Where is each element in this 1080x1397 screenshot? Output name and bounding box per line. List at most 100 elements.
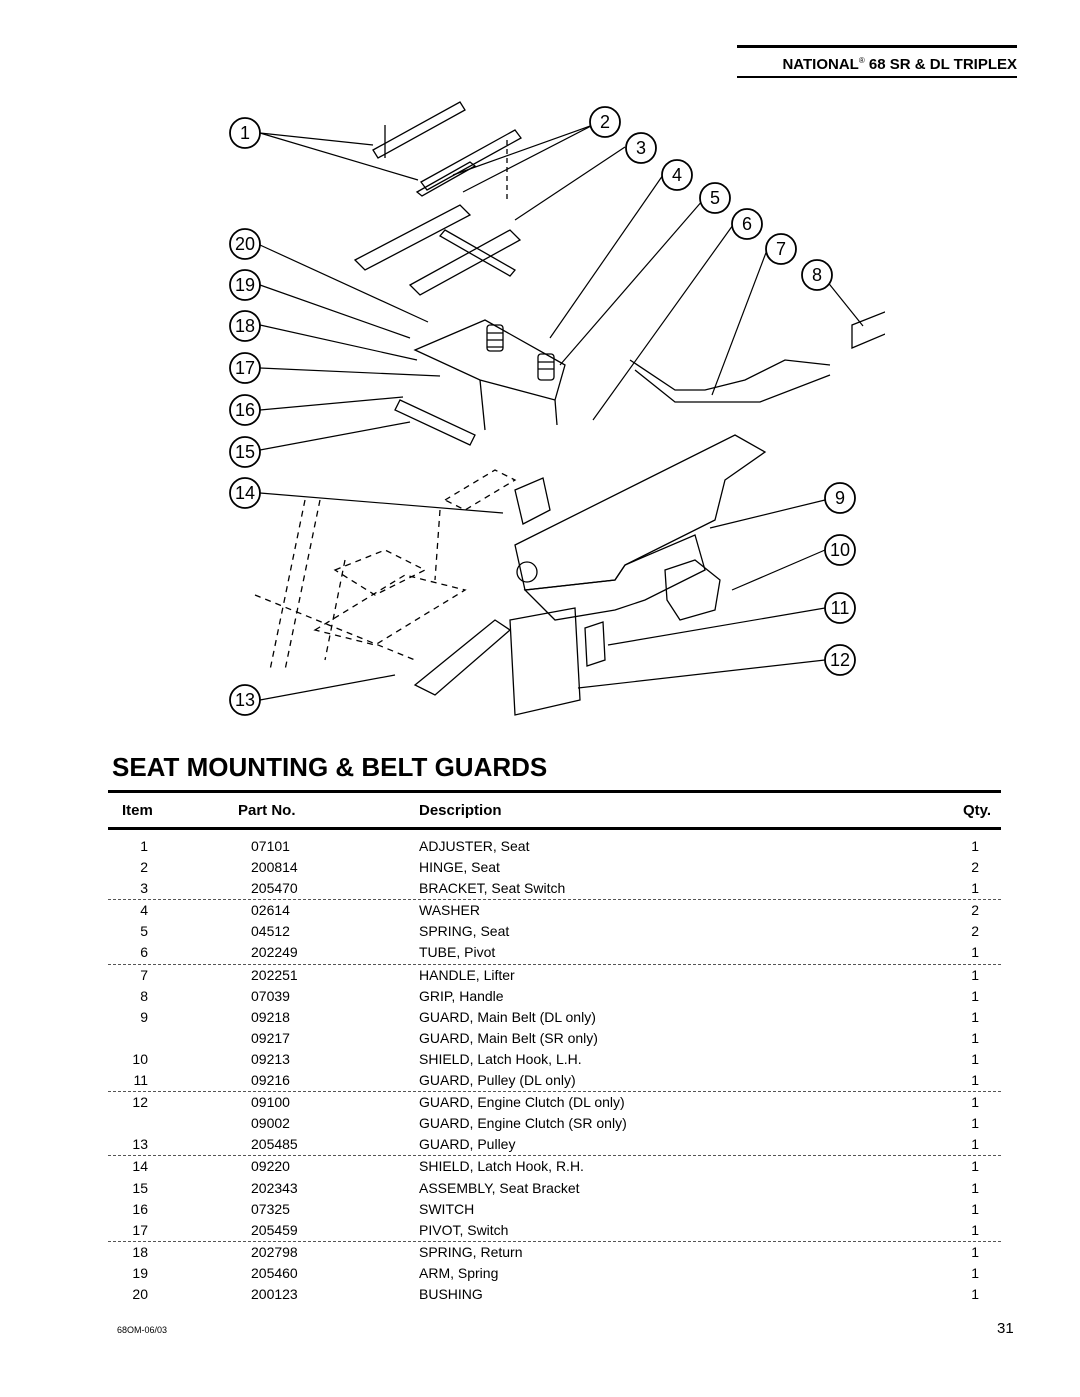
callout-18-label: 18 [235,316,255,336]
description-cell: SPRING, Seat [419,923,510,940]
callout-4-label: 4 [672,165,682,185]
description-cell: GUARD, Pulley [419,1136,516,1153]
callout-5: 5 [699,182,731,214]
col-header-item: Item [122,802,153,819]
qty-cell: 1 [971,1285,979,1302]
item-cell: 10 [132,1050,148,1067]
qty-cell: 1 [971,1050,979,1067]
part-no-cell: 09100 [251,1094,290,1111]
document-code: 68OM-06/03 [117,1325,168,1335]
callout-3: 3 [625,132,657,164]
part-no-cell: 07325 [251,1200,290,1217]
part-no-cell: 04512 [251,923,290,940]
part-no-cell: 202249 [251,944,298,961]
callout-10: 10 [824,534,856,566]
item-cell: 8 [140,987,148,1004]
header-model: 68 SR & DL TRIPLEX [868,56,1017,73]
item-cell: 17 [132,1221,148,1238]
item-cell: 1 [140,838,148,854]
qty-cell: 2 [971,923,979,940]
callout-13-label: 13 [235,690,255,710]
col-header-qty: Qty. [962,802,991,819]
callout-13: 13 [229,684,261,716]
part-no-cell: 09217 [251,1029,290,1046]
description-cell: BRACKET, Seat Switch [419,880,566,897]
qty-cell: 1 [971,1243,979,1260]
callout-12: 12 [824,644,856,676]
part-no-cell: 200814 [251,859,298,876]
qty-cell: 1 [971,987,979,1004]
callout-9: 9 [824,482,856,514]
part-no-cell: 202251 [251,966,298,983]
part-no-cell: 202343 [251,1179,298,1196]
callout-4: 4 [661,159,693,191]
callout-2: 2 [589,106,621,138]
callout-17-label: 17 [235,358,255,378]
part-no-cell: 09002 [251,1115,290,1132]
qty-cell: 1 [971,880,979,897]
callout-9-label: 9 [835,488,845,508]
qty-cell: 1 [971,1008,979,1025]
qty-cell: 1 [971,1221,979,1238]
callout-3-label: 3 [636,138,646,158]
diagram-parts [254,101,885,716]
table-rule-header [108,827,1001,830]
description-cell: TUBE, Pivot [419,944,496,961]
description-cell: SHIELD, Latch Hook, L.H. [419,1050,582,1067]
qty-cell: 2 [971,859,979,876]
qty-cell: 1 [971,1158,979,1175]
callout-16: 16 [229,394,261,426]
item-cell: 15 [132,1179,148,1196]
description-cell: SHIELD, Latch Hook, R.H. [419,1158,584,1175]
callout-18: 18 [229,310,261,342]
callout-11-label: 11 [831,598,850,618]
callout-14-label: 14 [235,483,255,503]
header-rule-bottom [737,76,1017,78]
part-no-cell: 09218 [251,1008,290,1025]
callout-17: 17 [229,352,261,384]
header-title: NATIONAL® 68 SR & DL TRIPLEX [737,48,1017,73]
callout-14: 14 [229,477,261,509]
description-cell: SPRING, Return [419,1243,523,1260]
table-row: 09217 GUARD, Main Belt (SR only) 1 [108,1028,1001,1049]
item-cell: 9 [140,1008,148,1025]
qty-cell: 1 [971,966,979,983]
part-no-cell: 200123 [251,1285,298,1302]
part-no-cell: 205460 [251,1264,298,1281]
page-header: NATIONAL® 68 SR & DL TRIPLEX [737,45,1017,78]
item-cell: 19 [132,1264,148,1281]
table-header: Item Part No. Description Qty. [108,793,1001,827]
qty-cell: 1 [971,1179,979,1196]
qty-cell: 1 [971,1115,979,1132]
table-rule-top [108,790,1001,793]
part-no-cell: 09220 [251,1158,290,1175]
callout-7: 7 [765,233,797,265]
description-cell: PIVOT, Switch [419,1221,509,1238]
item-cell: 2 [140,859,148,876]
part-no-cell: 205470 [251,880,298,897]
description-cell: GUARD, Main Belt (SR only) [419,1029,598,1046]
description-cell: BUSHING [419,1285,483,1302]
qty-cell: 2 [971,902,979,919]
header-brand: NATIONAL [782,56,859,73]
qty-cell: 1 [971,1029,979,1046]
description-cell: GUARD, Main Belt (DL only) [419,1008,596,1025]
part-no-cell: 07039 [251,987,290,1004]
col-header-description: Description [419,802,502,819]
callout-16-label: 16 [235,400,255,420]
qty-cell: 1 [971,1264,979,1281]
callout-2-label: 2 [600,112,610,132]
